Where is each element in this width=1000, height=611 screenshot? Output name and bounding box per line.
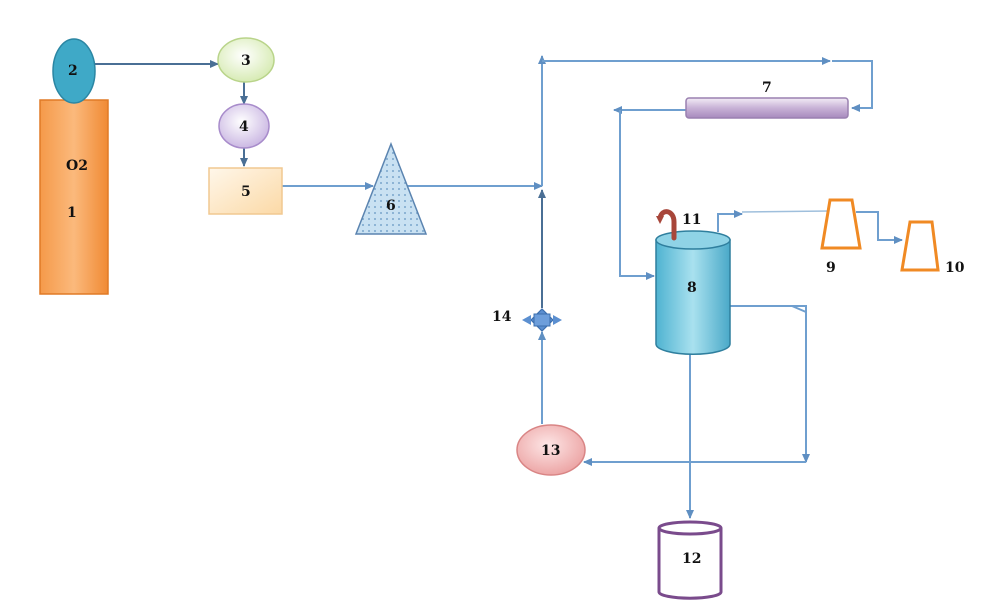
reactor-top <box>655 230 731 250</box>
label-1: 1 <box>67 205 77 221</box>
pipe-reactor-to-9 <box>717 210 743 232</box>
component-13-pump <box>516 424 586 476</box>
pipe-side-tick <box>791 305 807 313</box>
component-12-vessel <box>657 528 723 600</box>
label-14: 14 <box>492 309 512 325</box>
component-5 <box>208 167 283 215</box>
pipe-9-to-10 <box>856 211 903 244</box>
pipe-to-tube-7 <box>832 60 873 112</box>
label-8: 8 <box>687 280 697 296</box>
component-7-tube <box>685 97 849 119</box>
label-5: 5 <box>241 184 251 200</box>
component-6 <box>354 141 428 235</box>
label-7: 7 <box>762 80 772 96</box>
label-2: 2 <box>68 63 78 79</box>
component-4 <box>218 103 270 149</box>
component-9-trap <box>820 198 862 250</box>
label-6: 6 <box>386 198 396 214</box>
pipe-to-reactor-8 <box>619 110 655 280</box>
hook-tip <box>656 216 664 224</box>
component-8-reactor <box>655 239 731 356</box>
label-o2: O2 <box>66 158 88 174</box>
label-13: 13 <box>541 443 560 459</box>
label-4: 4 <box>239 119 249 135</box>
label-10: 10 <box>945 260 965 276</box>
label-9: 9 <box>826 260 836 276</box>
label-11: 11 <box>682 212 701 228</box>
label-3: 3 <box>241 53 251 69</box>
component-11-hook <box>657 209 677 241</box>
component-14-valve <box>522 308 562 332</box>
oxygen-cylinder <box>39 99 109 295</box>
pipe-to-trap-9 <box>741 210 831 213</box>
vessel-top <box>657 520 723 536</box>
label-12: 12 <box>682 551 701 567</box>
component-3 <box>217 37 275 83</box>
component-10-trap <box>900 220 940 272</box>
regulator-cap <box>52 38 96 104</box>
pipe-reactor-side-out <box>730 305 810 463</box>
